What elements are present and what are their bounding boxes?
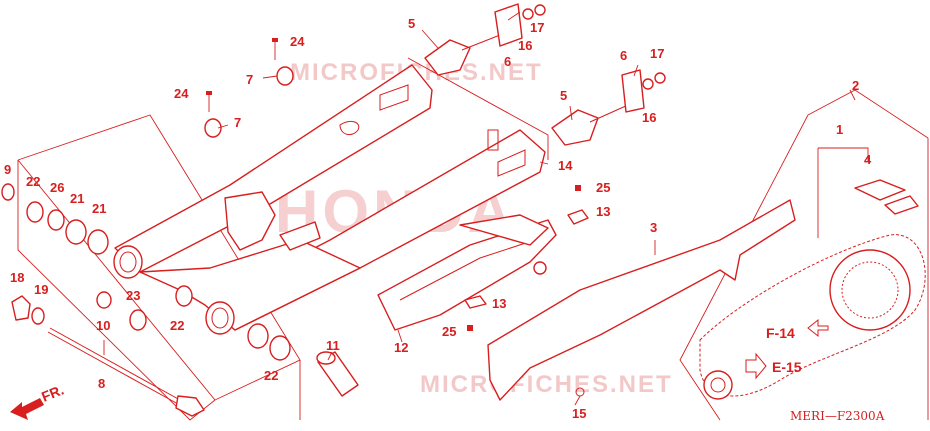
ref-e15-label: E-15 (772, 359, 802, 375)
pivot-bolt (47, 327, 205, 417)
ref-f14-label: F-14 (766, 325, 795, 341)
chain-adjuster-lower (551, 69, 666, 146)
callout-4: 4 (864, 152, 872, 167)
callout-2: 2 (852, 78, 859, 93)
clips (464, 185, 589, 331)
callout-12: 12 (394, 340, 408, 355)
callout-13-lower: 13 (492, 296, 506, 311)
ref-arrow-f14: F-14 (766, 318, 829, 341)
callout-9: 9 (4, 162, 11, 177)
callout-25-upper: 25 (596, 180, 610, 195)
front-arrow: FR. (10, 381, 66, 420)
chain-adjuster-upper (424, 3, 546, 76)
watermark-bottom: MICROFICHES.NET (420, 371, 673, 398)
callout-5-lower: 5 (560, 88, 567, 103)
callout-3: 3 (650, 220, 657, 235)
swingarm (113, 64, 546, 335)
callout-16-lower: 16 (642, 110, 656, 125)
callout-10: 10 (96, 318, 110, 333)
callout-25-lower: 25 (442, 324, 456, 339)
callout-14: 14 (558, 158, 573, 173)
callout-1: 1 (836, 122, 843, 137)
callout-23: 23 (126, 288, 140, 303)
drive-chain-frame (679, 89, 929, 421)
callout-22-mid: 22 (170, 318, 184, 333)
callout-24-lower: 24 (174, 86, 189, 101)
callout-7-lower: 7 (234, 115, 241, 130)
callout-5-upper: 5 (408, 16, 415, 31)
callout-22-right: 22 (264, 368, 278, 383)
front-label: FR. (39, 381, 66, 404)
leader-lines (103, 11, 856, 406)
callout-8: 8 (98, 376, 105, 391)
callout-15: 15 (572, 406, 586, 421)
pivot-bearings (1, 183, 291, 361)
callout-labels: 5 6 16 17 5 6 17 16 24 7 24 7 14 2 1 4 2… (4, 16, 872, 421)
collar-7-upper (204, 38, 294, 138)
callout-22-left: 22 (26, 174, 40, 189)
callout-24-upper: 24 (290, 34, 305, 49)
chain-slider (377, 214, 557, 331)
callout-19: 19 (34, 282, 48, 297)
callout-11: 11 (326, 338, 340, 353)
callout-17-lower: 17 (650, 46, 664, 61)
callout-18: 18 (10, 270, 24, 285)
diagram-code: MERI—F2300A (790, 409, 885, 423)
drive-chain (699, 179, 926, 400)
callout-17-upper: 17 (530, 20, 544, 35)
callout-7-upper: 7 (246, 72, 253, 87)
distance-collar (316, 351, 359, 397)
callout-6-lower: 6 (620, 48, 627, 63)
callout-21-left: 21 (70, 191, 84, 206)
callout-13-upper: 13 (596, 204, 610, 219)
ref-arrow-e15: E-15 (745, 352, 802, 380)
callout-6-upper: 6 (504, 54, 511, 69)
callout-21-right: 21 (92, 201, 106, 216)
callout-26: 26 (50, 180, 64, 195)
callout-16-upper: 16 (518, 38, 532, 53)
